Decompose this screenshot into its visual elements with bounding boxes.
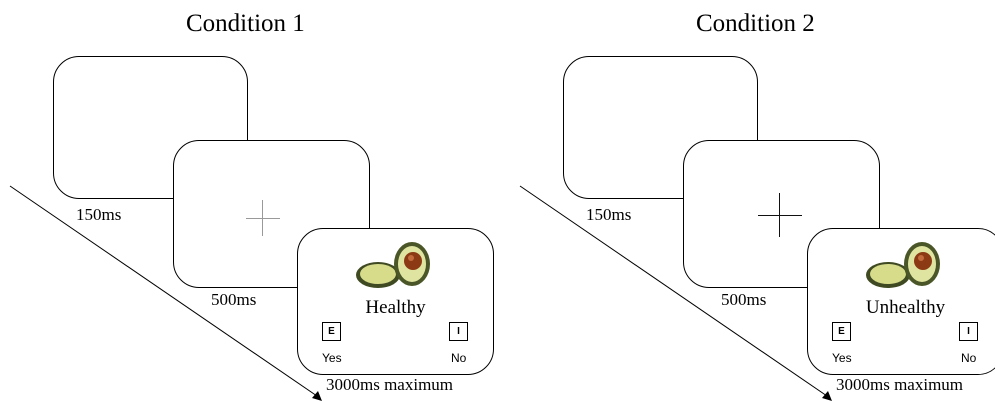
time-arrow [9,185,322,401]
category-word: Unhealthy [865,297,946,318]
condition-panel-1: Condition 1 150ms 500ms Healthy E I Yes [0,0,497,401]
key-e-box: E [832,322,851,341]
blank-duration-label: 150ms [586,205,632,224]
yes-label: Yes [322,351,342,365]
avocado-icon [866,242,940,288]
condition-title: Condition 1 [186,10,305,37]
stimulus-screen-frame: Healthy E I Yes No [297,228,494,375]
condition-panel-2: Condition 2 150ms 500ms Unhealthy E I Ye… [510,0,995,401]
yes-label: Yes [832,351,852,365]
no-label: No [961,351,977,365]
fixation-duration-label: 500ms [721,290,767,309]
trial-duration-label: 3000ms maximum [836,375,964,394]
condition-title: Condition 2 [696,10,815,37]
time-arrow [519,185,832,401]
category-word: Healthy [365,297,426,318]
fixation-cross-icon [246,218,280,219]
key-i-box: I [449,322,468,341]
key-e-box: E [322,322,341,341]
fixation-cross-vertical [779,193,781,237]
fixation-duration-label: 500ms [211,290,257,309]
avocado-icon [356,242,430,288]
key-i-box: I [959,322,978,341]
stimulus-screen-frame: Unhealthy E I Yes No [807,228,995,375]
trial-duration-label: 3000ms maximum [326,375,454,394]
blank-duration-label: 150ms [76,205,122,224]
no-label: No [451,351,467,365]
fixation-cross-vertical [262,200,263,236]
